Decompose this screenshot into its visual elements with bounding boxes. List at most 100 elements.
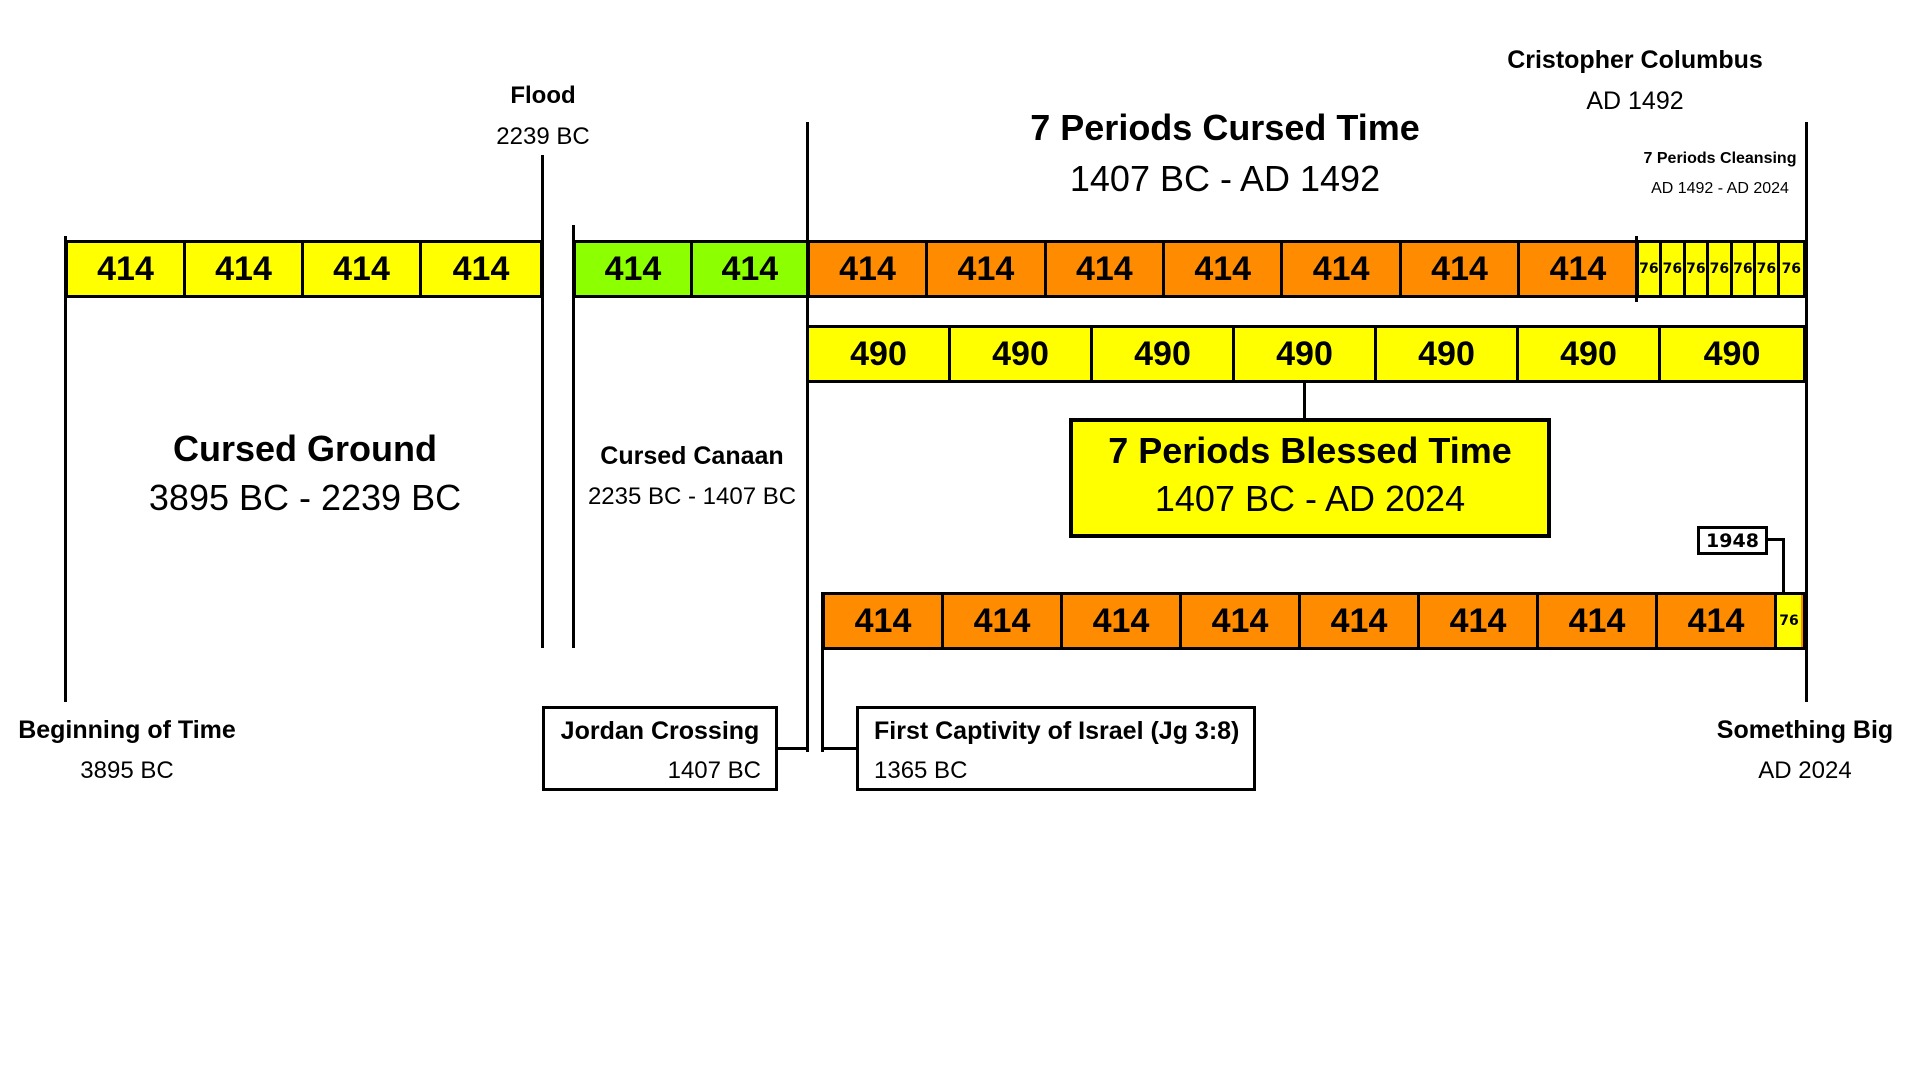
top-right-seg-12: 76 xyxy=(1685,243,1710,295)
top-right-seg-label: 76 xyxy=(1686,261,1706,277)
top-left-seg-3: 414 xyxy=(304,243,422,295)
bottom-seg-label: 76 xyxy=(1779,613,1799,629)
flood-date: 2239 BC xyxy=(496,123,590,150)
top-right-seg-4: 414 xyxy=(928,243,1047,295)
top-right-seg-label: 414 xyxy=(1312,249,1370,288)
top-right-seg-11: 76 xyxy=(1662,243,1686,295)
beginning-title: Beginning of Time xyxy=(18,716,236,744)
cursed-time-title: 7 Periods Cursed Time xyxy=(1030,107,1420,148)
captivity-line xyxy=(821,592,824,752)
bottom-seg-1: 414 xyxy=(825,595,944,647)
middle-seg-label: 490 xyxy=(1134,334,1191,373)
top-left-seg-label: 414 xyxy=(97,249,154,288)
cleansing-title: 7 Periods Cleansing xyxy=(1643,150,1797,167)
captivity-title: First Captivity of Israel (Jg 3:8) xyxy=(874,717,1240,745)
top-right-seg-1: 414 xyxy=(576,243,693,295)
captivity-box: First Captivity of Israel (Jg 3:8) 1365 … xyxy=(856,706,1256,791)
top-right-seg-label: 414 xyxy=(1549,249,1607,288)
top-right-seg-label: 414 xyxy=(839,249,896,288)
blessed-time-title: 7 Periods Blessed Time xyxy=(1108,430,1512,471)
bottom-seg-label: 414 xyxy=(854,601,912,640)
top-left-seg-label: 414 xyxy=(215,249,272,288)
top-left-seg-2: 414 xyxy=(186,243,304,295)
top-right-seg-label: 76 xyxy=(1662,261,1683,277)
middle-seg-label: 490 xyxy=(850,334,907,373)
flood-line-right xyxy=(572,225,575,648)
flood-title: Flood xyxy=(510,82,576,109)
bottom-seg-3: 414 xyxy=(1063,595,1182,647)
top-right-seg-6: 414 xyxy=(1165,243,1284,295)
beginning-line xyxy=(64,236,67,702)
top-right-seg-13: 76 xyxy=(1709,243,1733,295)
jordan-connector xyxy=(775,747,809,750)
middle-seg-7: 490 xyxy=(1661,328,1803,380)
middle-seg-5: 490 xyxy=(1377,328,1519,380)
cursed-ground-title: Cursed Ground xyxy=(172,428,437,469)
captivity-date: 1365 BC xyxy=(874,757,968,784)
cursed-ground-range: 3895 BC - 2239 BC xyxy=(148,477,462,518)
top-right-seg-9: 414 xyxy=(1520,243,1639,295)
bottom-seg-4: 414 xyxy=(1182,595,1301,647)
middle-seg-label: 490 xyxy=(1276,334,1333,373)
top-right-seg-label: 414 xyxy=(604,249,662,288)
bottom-seg-9: 76 xyxy=(1777,595,1801,647)
top-right-seg-10: 76 xyxy=(1638,243,1663,295)
columbus-title: Cristopher Columbus xyxy=(1507,46,1763,74)
jordan-date: 1407 BC xyxy=(667,757,761,784)
marker-1948-label: 1948 xyxy=(1706,529,1759,552)
top-right-seg-label: 414 xyxy=(1431,249,1488,288)
top-right-seg-label: 76 xyxy=(1733,261,1753,277)
bottom-seg-6: 414 xyxy=(1420,595,1539,647)
bottom-seg-label: 414 xyxy=(1330,601,1388,640)
top-right-seg-2: 414 xyxy=(692,243,810,295)
cursed-canaan-range: 2235 BC - 1407 BC xyxy=(587,483,797,510)
jordan-title: Jordan Crossing xyxy=(560,717,760,745)
top-right-seg-label: 414 xyxy=(1194,249,1252,288)
flood-line-left xyxy=(541,155,544,648)
middle-bar-490: 490 490 490 490 490 490 490 xyxy=(806,325,1806,383)
top-left-seg-label: 414 xyxy=(452,249,510,288)
end-line xyxy=(1805,122,1808,702)
bottom-seg-label: 414 xyxy=(1449,601,1507,640)
blessed-time-range: 1407 BC - AD 2024 xyxy=(1154,478,1466,519)
middle-seg-6: 490 xyxy=(1519,328,1661,380)
blessed-time-box: 7 Periods Blessed Time 1407 BC - AD 2024 xyxy=(1069,418,1551,538)
blessed-connector xyxy=(1303,383,1306,419)
top-right-seg-label: 76 xyxy=(1756,261,1777,277)
bottom-seg-5: 414 xyxy=(1301,595,1420,647)
cursed-time-range: 1407 BC - AD 1492 xyxy=(1069,158,1381,199)
marker-1948-box: 1948 xyxy=(1697,526,1768,555)
middle-seg-label: 490 xyxy=(1560,334,1617,373)
top-right-seg-14: 76 xyxy=(1732,243,1757,295)
middle-seg-3: 490 xyxy=(1093,328,1235,380)
cleansing-range: AD 1492 - AD 2024 xyxy=(1651,180,1789,197)
middle-seg-1: 490 xyxy=(809,328,951,380)
top-bar-left: 414 414 414 414 xyxy=(65,240,543,298)
top-right-seg-label: 414 xyxy=(721,249,779,288)
marker-1948-arm xyxy=(1765,538,1785,541)
bottom-seg-8: 414 xyxy=(1658,595,1777,647)
captivity-connector xyxy=(821,747,858,750)
top-right-seg-7: 414 xyxy=(1283,243,1402,295)
top-right-seg-3: 414 xyxy=(809,243,929,295)
bottom-seg-label: 414 xyxy=(1092,601,1150,640)
top-right-seg-label: 76 xyxy=(1709,261,1730,277)
middle-seg-label: 490 xyxy=(992,334,1049,373)
middle-seg-2: 490 xyxy=(951,328,1093,380)
jordan-line xyxy=(806,122,809,752)
top-left-seg-label: 414 xyxy=(333,249,390,288)
top-right-seg-8: 414 xyxy=(1401,243,1521,295)
bottom-seg-label: 414 xyxy=(1211,601,1269,640)
beginning-date: 3895 BC xyxy=(80,757,174,784)
columbus-date: AD 1492 xyxy=(1586,87,1684,115)
something-big-title: Something Big xyxy=(1716,716,1894,744)
top-right-seg-16: 76 xyxy=(1779,243,1804,295)
bottom-seg-2: 414 xyxy=(944,595,1063,647)
top-right-seg-label: 76 xyxy=(1781,261,1802,277)
bottom-seg-label: 414 xyxy=(973,601,1031,640)
top-left-seg-1: 414 xyxy=(68,243,186,295)
middle-seg-4: 490 xyxy=(1235,328,1377,380)
